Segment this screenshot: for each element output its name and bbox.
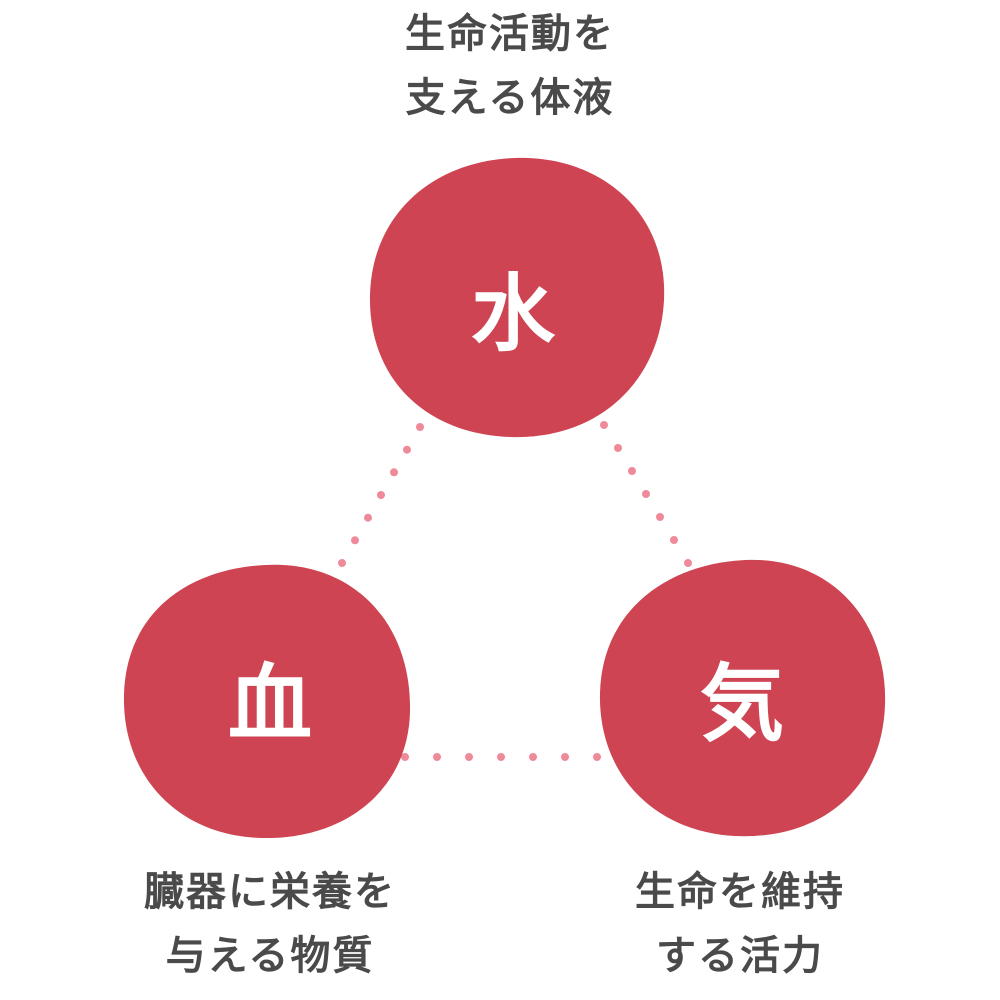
connector-water-blood-dot [377, 491, 385, 499]
connector-blood-qi-dot [529, 753, 537, 761]
connector-blood-qi-dot [465, 753, 473, 761]
water-caption-line-1: 生命活動を [405, 11, 615, 57]
water-caption-line-2: 支える体液 [405, 75, 615, 121]
blood-caption: 臓器に栄養を 与える物質 [20, 860, 520, 988]
connector-blood-qi-dot [561, 753, 569, 761]
connector-water-blood-dot [403, 445, 411, 454]
blood-circle [123, 564, 411, 839]
connector-water-blood-dot [364, 513, 372, 522]
connector-water-blood-dot [338, 559, 346, 567]
connector-water-blood-dot [416, 423, 424, 431]
blood-caption-line-1: 臓器に栄養を [144, 869, 396, 915]
water-caption: 生命活動を 支える体液 [260, 2, 760, 130]
qi-caption-line-1: 生命を維持 [635, 869, 845, 915]
water-label: 水 [471, 265, 556, 363]
connector-water-qi-dot [628, 467, 636, 475]
qi-caption-line-2: する活力 [656, 933, 824, 979]
connector-water-qi-dot [600, 421, 608, 429]
connector-water-qi-dot [642, 490, 650, 498]
connector-water-blood [338, 423, 424, 567]
blood-caption-line-2: 与える物質 [165, 933, 375, 979]
blood-label: 血 [228, 655, 312, 753]
connector-blood-qi-dot [433, 753, 441, 761]
qi-label: 気 [700, 655, 784, 753]
connector-blood-qi-dot [593, 753, 601, 761]
connector-water-qi-dot [614, 444, 622, 452]
node-blood: 血 [123, 564, 411, 839]
connector-water-blood-dot [390, 468, 398, 477]
connector-blood-qi [401, 753, 601, 761]
connector-blood-qi-dot [401, 753, 409, 761]
connector-water-qi-dot [670, 536, 678, 544]
qi-circle [599, 559, 886, 837]
connector-water-qi-dot [684, 559, 692, 567]
water-circle [369, 157, 665, 438]
connector-blood-qi-dot [497, 753, 505, 761]
node-qi: 気 [599, 559, 886, 837]
connector-water-qi-dot [656, 513, 664, 521]
connector-water-qi [600, 421, 692, 567]
connectors [338, 421, 692, 761]
node-water: 水 [369, 157, 665, 438]
connector-water-blood-dot [351, 536, 359, 545]
qi-caption: 生命を維持 する活力 [490, 860, 990, 988]
